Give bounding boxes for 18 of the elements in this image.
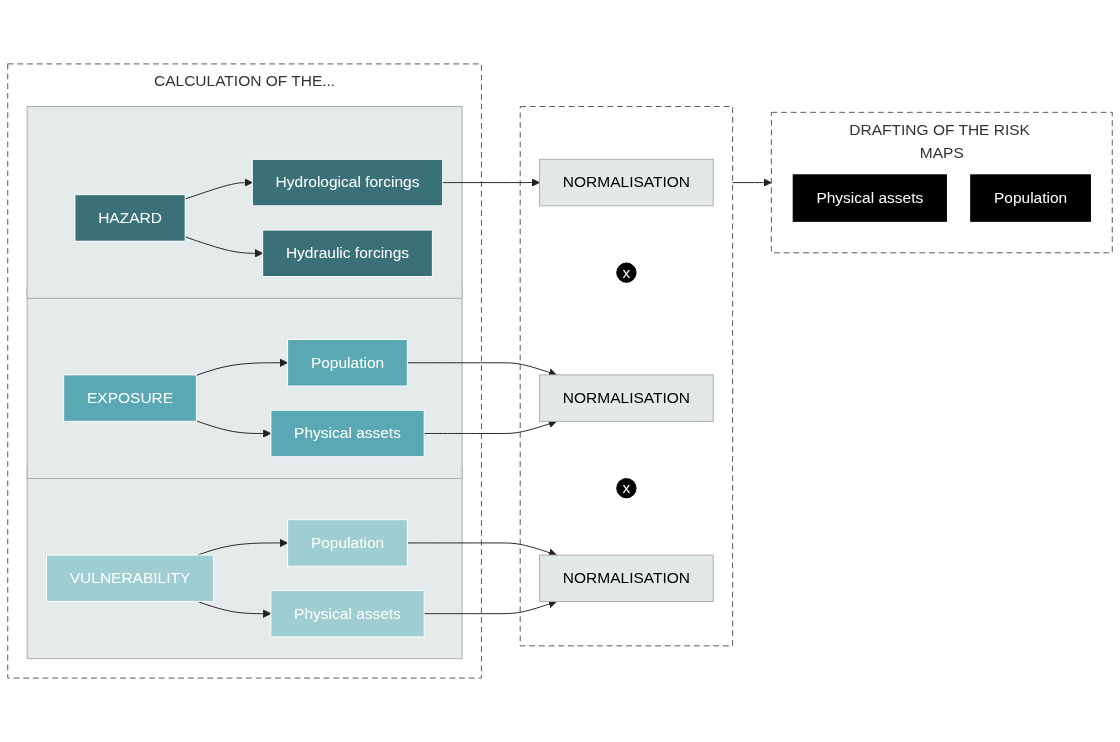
node-box: NORMALISATION xyxy=(539,158,714,207)
node-box: Physical assets xyxy=(270,409,425,458)
node-box: NORMALISATION xyxy=(539,374,714,422)
node-box: NORMALISATION xyxy=(539,554,714,603)
node-box: Population xyxy=(287,339,408,387)
node-circle: x xyxy=(616,262,637,283)
node-box: Hydrological forcings xyxy=(251,158,444,207)
node-box: Population xyxy=(287,519,408,567)
cluster xyxy=(519,106,734,647)
node-circle: x xyxy=(616,478,637,499)
node-box: VULNERABILITY xyxy=(46,554,215,603)
node-box: Physical assets xyxy=(792,174,947,222)
node-box: Population xyxy=(970,174,1091,222)
node-box: Hydraulic forcings xyxy=(262,229,433,278)
node-box: Physical assets xyxy=(270,589,425,638)
node-box: HAZARD xyxy=(74,194,186,242)
cluster xyxy=(26,106,463,299)
node-box: EXPOSURE xyxy=(63,374,197,422)
